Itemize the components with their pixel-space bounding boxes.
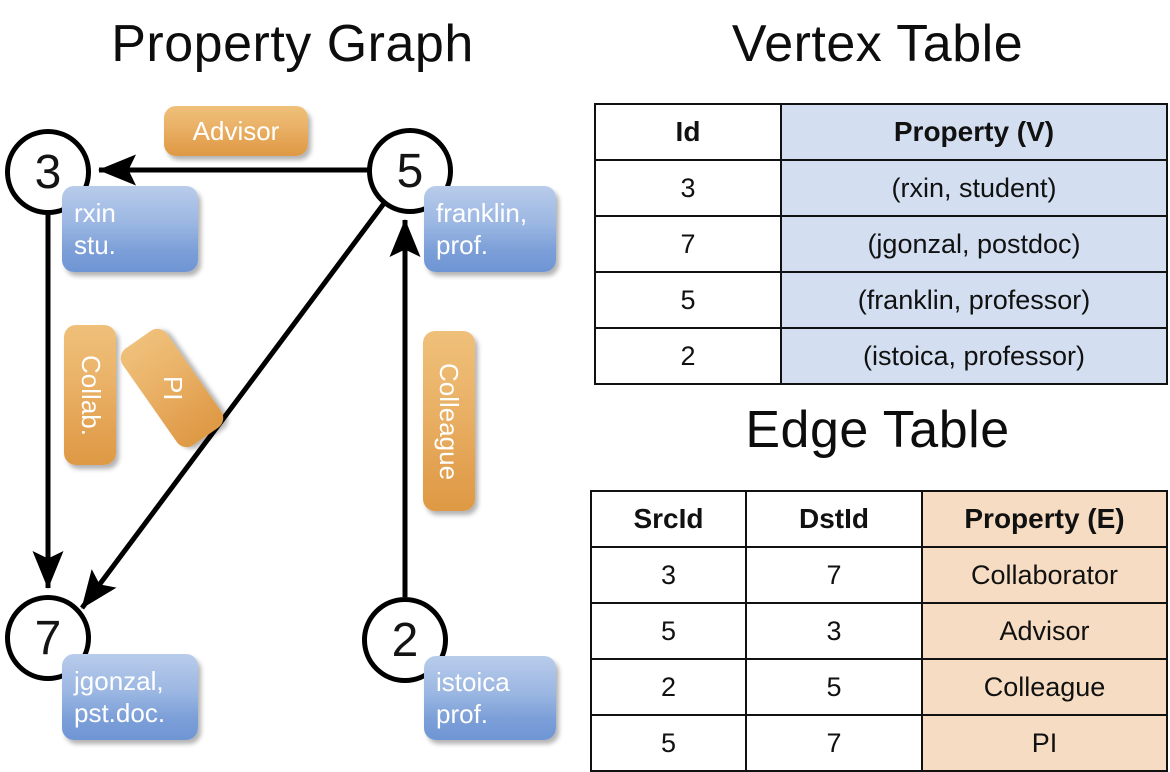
edge-row-0-dst: 7 [745,546,923,604]
edge-row-1-dst: 3 [745,602,923,660]
vertex-row-0-id: 3 [594,159,782,217]
page-title-vertex-table: Vertex Table [731,15,1024,73]
edge-row-2-dst: 5 [745,658,923,716]
vertex-row-1-id: 7 [594,215,782,273]
edge-label-colleague-text: Colleague [434,362,465,480]
vertex-row-2-id: 5 [594,271,782,329]
vertex-property-3-line1: rxin [74,198,116,228]
table-row: 3 (rxin, student) [594,159,1168,217]
vertex-table-header-id: Id [594,103,782,161]
graph-node-2[interactable]: 2 [362,597,448,683]
edge-label-pi-text: PI [157,375,188,401]
property-graph-diagram: 3 5 7 2 rxin stu. franklin, prof. jgonza… [0,0,585,760]
table-row: 5 3 Advisor [590,602,1168,660]
vertex-property-box-2: istoica prof. [424,656,556,740]
vertex-property-box-7: jgonzal, pst.doc. [62,654,198,740]
vertex-property-2-line2: prof. [436,699,489,729]
table-row: 2 5 Colleague [590,658,1168,716]
vertex-property-2-line1: istoica [436,667,510,697]
edge-table: SrcId DstId Property (E) 3 7 Collaborato… [590,490,1168,772]
vertex-property-5-line2: prof. [436,230,489,260]
table-row: 5 7 PI [590,714,1168,772]
page-title-edge-table: Edge Table [745,401,1010,459]
edge-label-collab-text: Collab. [75,354,106,436]
edge-table-header-dstid: DstId [745,490,923,548]
vertex-property-3-line2: stu. [74,230,116,260]
vertex-table: Id Property (V) 3 (rxin, student) 7 (jgo… [594,103,1168,385]
edge-label-collab: Collab. [64,325,116,465]
vertex-property-box-3: rxin stu. [62,186,198,272]
edge-row-1-property: Advisor [921,602,1168,660]
vertex-row-3-id: 2 [594,327,782,385]
edge-row-2-property: Colleague [921,658,1168,716]
table-row: 7 (jgonzal, postdoc) [594,215,1168,273]
vertex-row-3-property: (istoica, professor) [780,327,1168,385]
vertex-table-header-row: Id Property (V) [594,103,1168,161]
graph-edges-svg [32,154,421,610]
edge-row-2-src: 2 [590,658,747,716]
edge-label-colleague: Colleague [423,331,475,511]
edge-row-3-property: PI [921,714,1168,772]
edge-row-3-src: 5 [590,714,747,772]
graph-node-7-label: 7 [34,611,62,665]
vertex-property-7-line1: jgonzal, [74,666,164,696]
edge-row-3-dst: 7 [745,714,923,772]
page-title-property-graph: Property Graph [111,15,474,73]
table-row: 2 (istoica, professor) [594,327,1168,385]
vertex-row-0-property: (rxin, student) [780,159,1168,217]
edge-table-header-row: SrcId DstId Property (E) [590,490,1168,548]
edge-label-advisor-text: Advisor [192,115,280,146]
vertex-table-header-property: Property (V) [780,103,1168,161]
edge-table-header-srcid: SrcId [590,490,747,548]
edge-row-0-src: 3 [590,546,747,604]
table-row: 5 (franklin, professor) [594,271,1168,329]
graph-node-2-label: 2 [391,613,419,667]
edge-table-header-property: Property (E) [921,490,1168,548]
edge-row-1-src: 5 [590,602,747,660]
graph-node-5[interactable]: 5 [367,128,453,214]
graph-node-3-label: 3 [34,145,62,199]
edge-label-advisor: Advisor [164,106,308,156]
vertex-property-7-line2: pst.doc. [74,698,166,728]
edge-line-5-to-7 [79,200,388,610]
vertex-row-2-property: (franklin, professor) [780,271,1168,329]
edge-row-0-property: Collaborator [921,546,1168,604]
table-row: 3 7 Collaborator [590,546,1168,604]
vertex-row-1-property: (jgonzal, postdoc) [780,215,1168,273]
graph-node-5-label: 5 [396,144,424,198]
vertex-property-box-5: franklin, prof. [424,186,556,272]
vertex-property-5-line1: franklin, [436,198,528,228]
